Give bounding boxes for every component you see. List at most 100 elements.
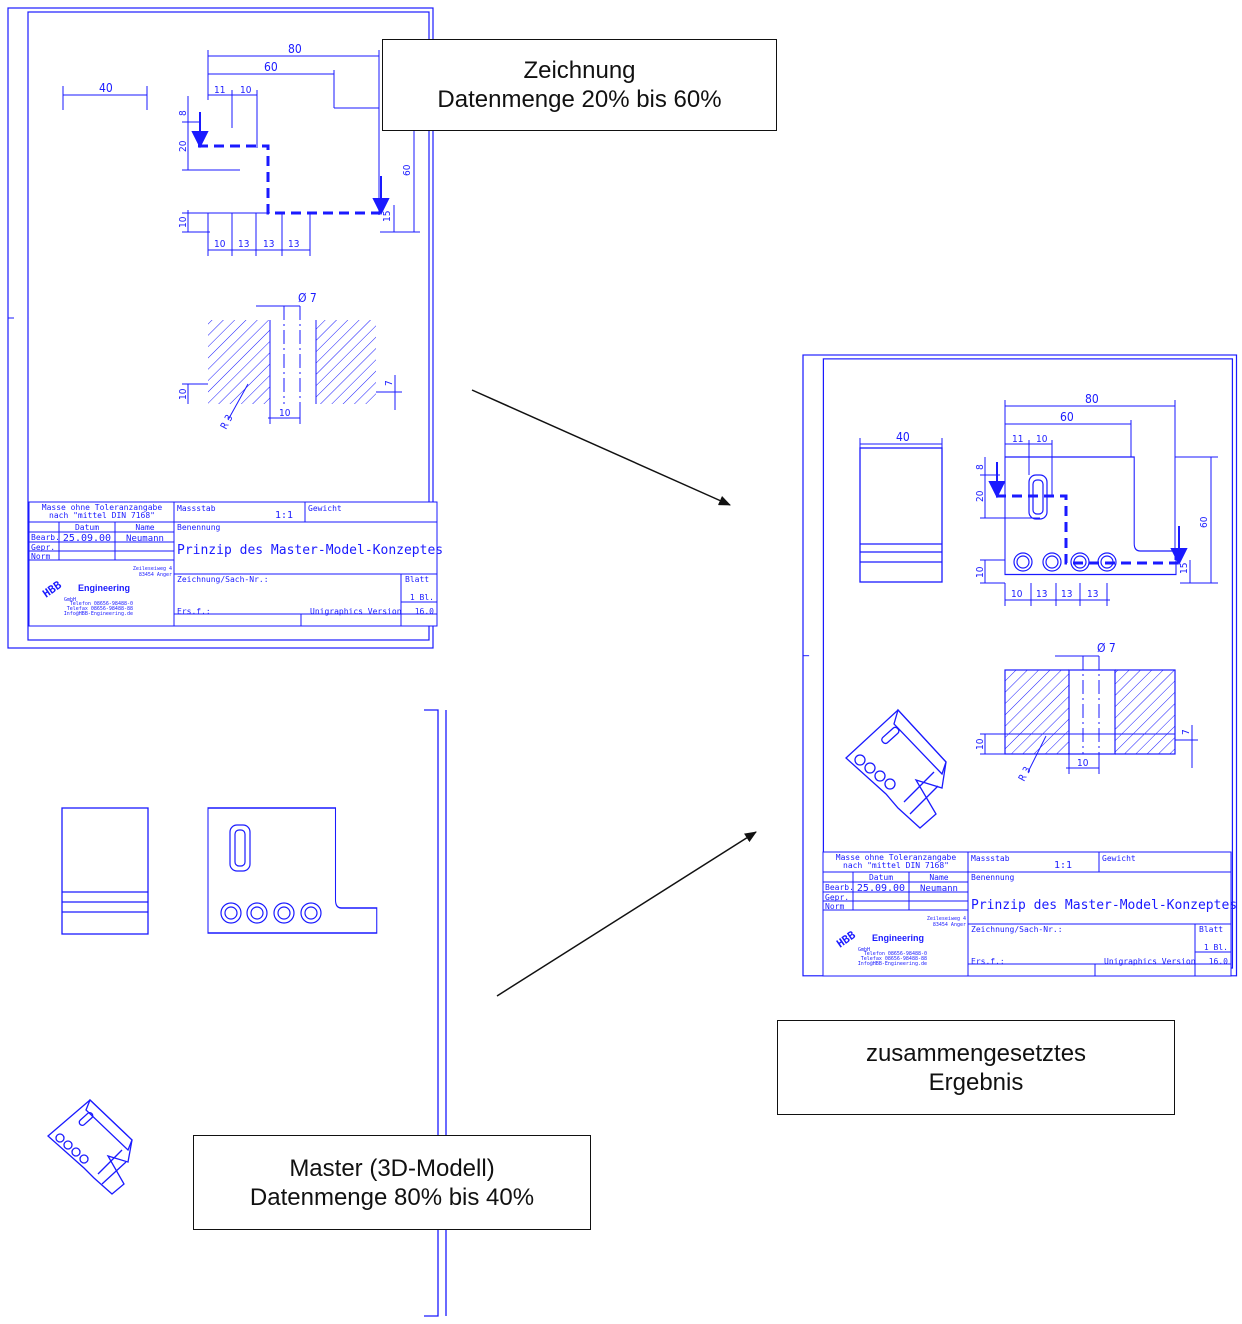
rtb-address-1: Zeileseiweg 4 (927, 916, 966, 922)
tb-tol-1: Masse ohne Toleranzangabe (42, 503, 163, 512)
res-dim-8: 8 (975, 464, 986, 470)
res-dim-60-right: 60 (1199, 516, 1210, 528)
res-dim-7: 7 (1181, 729, 1192, 735)
callout-master-line2: Datenmenge 80% bis 40% (249, 1183, 535, 1211)
res-dim-10-side: 10 (975, 566, 986, 578)
callout-master-line1: Master (3D-Modell) (289, 1154, 495, 1182)
dim-13-b: 13 (263, 239, 274, 250)
connector-arrows (471, 389, 757, 997)
rtb-col-name: Name (929, 873, 948, 882)
rtb-title-value: Prinzip des Master-Model-Konzeptes (971, 898, 1237, 913)
result-sheet (802, 354, 1238, 977)
arrow-drawing-to-result (471, 389, 731, 506)
dim-10-bottom: 10 (214, 239, 226, 250)
tb-email: Info@HBB-Engineering.de (64, 611, 133, 617)
dim-80: 80 (288, 42, 302, 56)
res-dim-10-top: 10 (1036, 434, 1048, 445)
rtb-tol-1: Masse ohne Toleranzangabe (836, 853, 957, 862)
drawing-sheet (7, 7, 438, 649)
rtb-row-norm: Norm (825, 902, 844, 911)
callout-result-line1: zusammengesetztes (865, 1039, 1087, 1067)
res-dim-11: 11 (1012, 434, 1023, 445)
rtb-sheet-value: 1 Bl. (1204, 943, 1228, 952)
rtb-phone: Telefon 08656-98488-0 (864, 951, 927, 957)
tb-scale-label: Massstab (177, 504, 216, 513)
res-dim-10-sec-bottom: 10 (1077, 758, 1089, 769)
tb-weight-label: Gewicht (308, 504, 342, 513)
tb-address-1: Zeileseiweg 4 (133, 566, 172, 572)
callout-drawing-line1: Zeichnung (523, 57, 636, 84)
rtb-address-2: 83454 Anger (933, 922, 966, 928)
dim-20: 20 (178, 140, 189, 152)
tb-tol-2: nach "mittel DIN 7168" (49, 511, 155, 520)
rtb-company: Engineering (872, 933, 924, 943)
callout-drawing-line2: Datenmenge 20% bis 60% (437, 86, 722, 113)
callout-drawing: Zeichnung Datenmenge 20% bis 60% (382, 39, 777, 131)
res-dim-40: 40 (896, 430, 910, 444)
dim-60: 60 (264, 60, 278, 74)
tb-name: Neumann (126, 534, 164, 544)
tb-sheet-value: 1 Bl. (410, 593, 434, 602)
dim-13-c: 13 (288, 239, 299, 250)
rtb-date: 25.09.00 (857, 883, 905, 894)
tb-software-label: Unigraphics Version (310, 607, 402, 616)
rtb-drawno-label: Zeichnung/Sach-Nr.: (971, 925, 1063, 934)
tb-row-norm: Norm (31, 552, 50, 561)
res-dim-10-bottom: 10 (1011, 589, 1023, 600)
dim-10-sec-bottom: 10 (279, 408, 291, 419)
res-dim-dia7: Ø 7 (1097, 641, 1116, 655)
res-dim-13-c: 13 (1087, 589, 1098, 600)
res-dim-80: 80 (1085, 392, 1099, 406)
callout-result: zusammengesetztes Ergebnis (777, 1020, 1175, 1115)
tb-drawno-label: Zeichnung/Sach-Nr.: (177, 575, 269, 584)
rtb-company-suffix: GmbH (858, 947, 870, 953)
tb-sheet-label: Blatt (405, 575, 429, 584)
tb-row-bearb: Bearb. (31, 533, 60, 542)
tb-col-name: Name (135, 523, 154, 532)
dim-11: 11 (214, 85, 225, 96)
tb-title-label: Benennung (177, 523, 221, 532)
rtb-row-bearb: Bearb. (825, 883, 854, 892)
tb-software-version: 16.0 (415, 607, 434, 616)
dim-13-a: 13 (238, 239, 249, 250)
tb-company: Engineering (78, 583, 130, 593)
res-dim-20: 20 (975, 490, 986, 502)
rtb-email: Info@HBB-Engineering.de (858, 961, 927, 967)
rtb-col-date: Datum (869, 873, 893, 882)
callout-result-line2: Ergebnis (928, 1068, 1024, 1096)
rtb-repl-label: Ers.f.: (971, 957, 1005, 966)
arrow-master-to-result (496, 831, 757, 997)
dimension-labels: 80 60 40 11 10 8 20 10 10 13 13 13 60 15… (99, 42, 1210, 783)
tb-address-2: 83454 Anger (139, 572, 172, 578)
tb-fax: Telefax 08656-98488-88 (67, 606, 133, 612)
rtb-name: Neumann (920, 884, 958, 894)
dim-8: 8 (178, 110, 189, 116)
dim-60-right: 60 (402, 164, 413, 176)
res-dim-13-a: 13 (1036, 589, 1047, 600)
tb-row-gepr: Gepr. (31, 543, 55, 552)
rtb-scale-label: Massstab (971, 854, 1010, 863)
rtb-title-label: Benennung (971, 873, 1015, 882)
dim-dia7: Ø 7 (298, 291, 317, 305)
tb-title-value: Prinzip des Master-Model-Konzeptes (177, 543, 443, 558)
rtb-weight-label: Gewicht (1102, 854, 1136, 863)
dim-10-top: 10 (240, 85, 252, 96)
rtb-software-version: 16.0 (1209, 957, 1228, 966)
dim-10-sec-side: 10 (178, 388, 189, 400)
res-dim-13-b: 13 (1061, 589, 1072, 600)
title-block-drawing: Masse ohne Toleranzangabe nach "mittel D… (31, 503, 443, 617)
master-model (47, 709, 447, 1317)
tb-company-suffix: GmbH (64, 597, 76, 603)
tb-phone: Telefon 08656-98488-0 (70, 601, 133, 607)
dim-10-side: 10 (178, 216, 189, 228)
rtb-sheet-label: Blatt (1199, 925, 1223, 934)
callout-master: Master (3D-Modell) Datenmenge 80% bis 40… (193, 1135, 591, 1230)
tb-date: 25.09.00 (63, 533, 111, 544)
tb-scale-value: 1:1 (275, 510, 293, 521)
rtb-fax: Telefax 08656-98488-88 (861, 956, 927, 962)
tb-col-date: Datum (75, 523, 99, 532)
dim-40: 40 (99, 81, 113, 95)
rtb-tol-2: nach "mittel DIN 7168" (843, 861, 949, 870)
tb-repl-label: Ers.f.: (177, 607, 211, 616)
